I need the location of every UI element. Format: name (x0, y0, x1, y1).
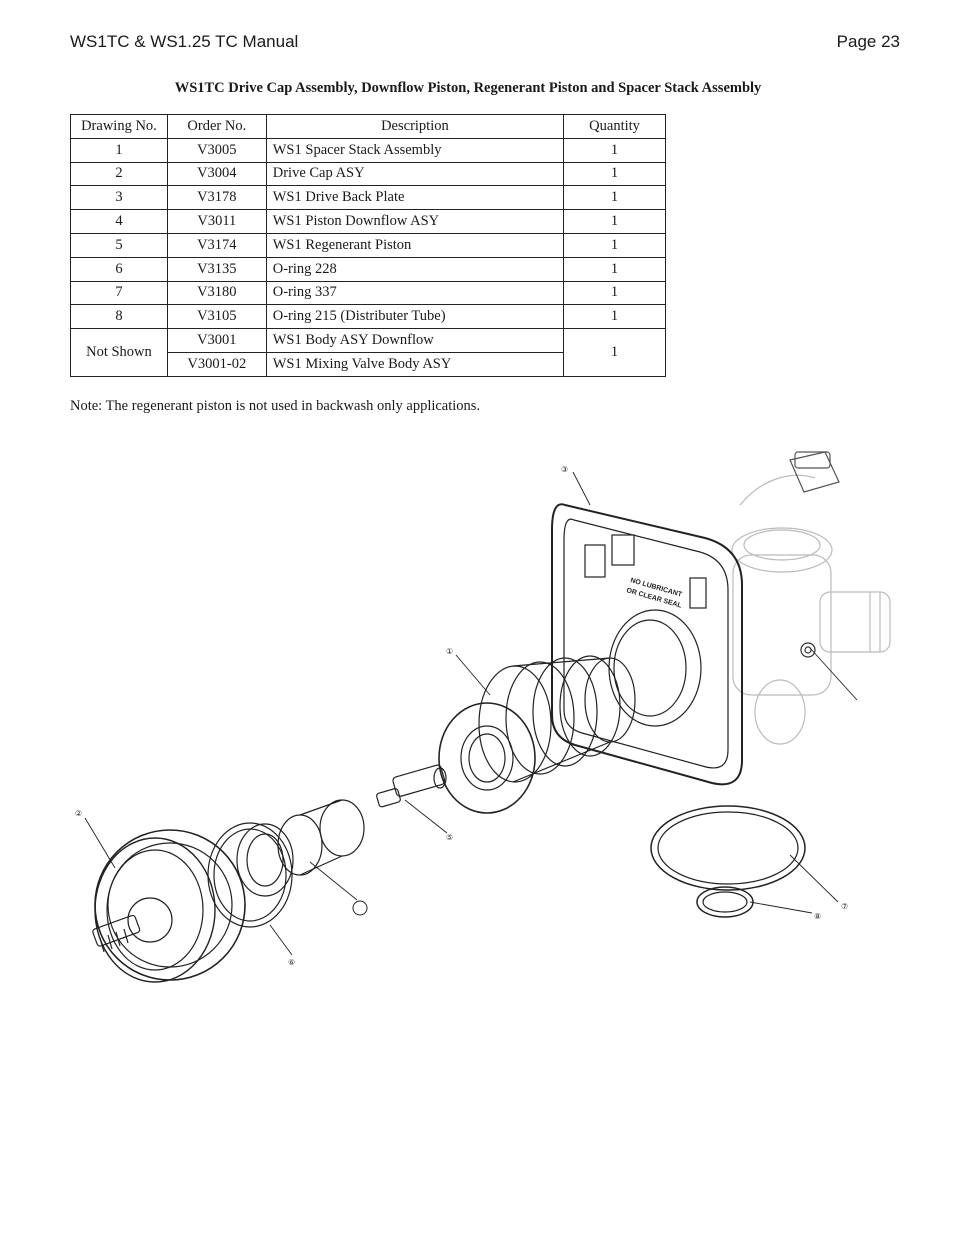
table-row: 6 V3135 O-ring 228 1 (70, 256, 666, 282)
drawing-no-cell: 4 (70, 209, 168, 234)
quantity-cell: 1 (563, 304, 666, 330)
callout-part-4-circle (352, 900, 368, 916)
order-no-cell: V3011 (166, 209, 267, 234)
column-header-quantity: Quantity (563, 114, 666, 139)
drawing-no-cell: 5 (70, 232, 168, 258)
callout-1: ① (446, 647, 453, 656)
spacer-stack-drawing (438, 655, 636, 814)
drawing-no-cell: 1 (70, 137, 168, 163)
table-row: 3 V3178 WS1 Drive Back Plate 1 (70, 185, 666, 211)
order-no-cell: V3105 (166, 304, 267, 330)
o-ring-215-drawing (696, 886, 754, 918)
column-header-drawing-no: Drawing No. (70, 114, 168, 139)
quantity-cell: 1 (563, 185, 666, 211)
description-cell: WS1 Drive Back Plate (265, 185, 565, 211)
back-plate-label: NO LUBRICANT OR CLEAR SEAL (625, 577, 683, 610)
quantity-cell: 1 (563, 232, 666, 258)
description-cell: WS1 Regenerant Piston (265, 232, 565, 258)
valve-body-drawing (731, 451, 891, 745)
description-cell: O-ring 228 (265, 256, 565, 282)
order-no-cell: V3135 (166, 256, 267, 282)
not-shown-cell: Not Shown (70, 328, 168, 377)
table-row: Not Shown V3001 WS1 Body ASY Downflow 1 (70, 328, 666, 377)
description-cell: WS1 Spacer Stack Assembly (265, 137, 565, 163)
order-no-cell: V3180 (166, 280, 267, 306)
description-cell: O-ring 337 (265, 280, 565, 306)
table-row: 1 V3005 WS1 Spacer Stack Assembly 1 (70, 137, 666, 163)
description-cell: WS1 Mixing Valve Body ASY (265, 351, 565, 377)
order-no-cell: V3005 (166, 137, 267, 163)
quantity-cell: 1 (563, 161, 666, 187)
order-no-cell: V3174 (166, 232, 267, 258)
page-number: Page 23 (836, 32, 900, 51)
description-cell: WS1 Body ASY Downflow (265, 328, 565, 353)
drawing-no-cell: 3 (70, 185, 168, 211)
leader-lines (84, 471, 858, 956)
column-header-order-no: Order No. (166, 114, 267, 139)
order-no-cell: V3001-02 (166, 351, 267, 377)
section-title: WS1TC Drive Cap Assembly, Downflow Pisto… (174, 80, 762, 96)
o-ring-337-drawing (650, 805, 806, 891)
exploded-assembly-diagram: NO LUBRICANT OR CLEAR SEAL (75, 451, 891, 983)
drawing-no-cell: 6 (70, 256, 168, 282)
callout-5: ⑤ (446, 833, 453, 842)
description-cell: Drive Cap ASY (265, 161, 565, 187)
drive-back-plate-drawing: NO LUBRICANT OR CLEAR SEAL (551, 503, 743, 786)
parts-table: Drawing No. Order No. Description Quanti… (70, 114, 666, 377)
callout-2: ② (75, 809, 82, 818)
table-row: 2 V3004 Drive Cap ASY 1 (70, 161, 666, 187)
order-no-cell: V3178 (166, 185, 267, 211)
callout-8: ⑧ (814, 912, 821, 921)
table-row: 7 V3180 O-ring 337 1 (70, 280, 666, 306)
description-cell: O-ring 215 (Distributer Tube) (265, 304, 565, 330)
quantity-cell: 1 (563, 328, 666, 377)
drawing-no-cell: 7 (70, 280, 168, 306)
table-row: V3001-02 WS1 Mixing Valve Body ASY (71, 351, 666, 377)
table-header-row: Drawing No. Order No. Description Quanti… (70, 114, 666, 139)
piston-downflow-drawing (236, 799, 365, 897)
note-text: Note: The regenerant piston is not used … (70, 398, 481, 414)
regenerant-piston-drawing (376, 764, 447, 808)
drive-cap-drawing (92, 829, 246, 983)
quantity-cell: 1 (563, 256, 666, 282)
manual-title: WS1TC & WS1.25 TC Manual (70, 32, 299, 51)
table-row: 4 V3011 WS1 Piston Downflow ASY 1 (70, 209, 666, 234)
order-no-cell: V3004 (166, 161, 267, 187)
quantity-cell: 1 (563, 209, 666, 234)
callout-7: ⑦ (841, 902, 848, 911)
table-row: 5 V3174 WS1 Regenerant Piston 1 (70, 232, 666, 258)
drawing-no-cell: 8 (70, 304, 168, 330)
quantity-cell: 1 (563, 137, 666, 163)
column-header-description: Description (265, 114, 565, 139)
callout-3: ③ (561, 465, 568, 474)
table-row: 8 V3105 O-ring 215 (Distributer Tube) 1 (70, 304, 666, 330)
callout-6: ⑥ (288, 958, 295, 967)
drawing-no-cell: 2 (70, 161, 168, 187)
description-cell: WS1 Piston Downflow ASY (265, 209, 565, 234)
order-no-cell: V3001 (166, 328, 267, 353)
quantity-cell: 1 (563, 280, 666, 306)
